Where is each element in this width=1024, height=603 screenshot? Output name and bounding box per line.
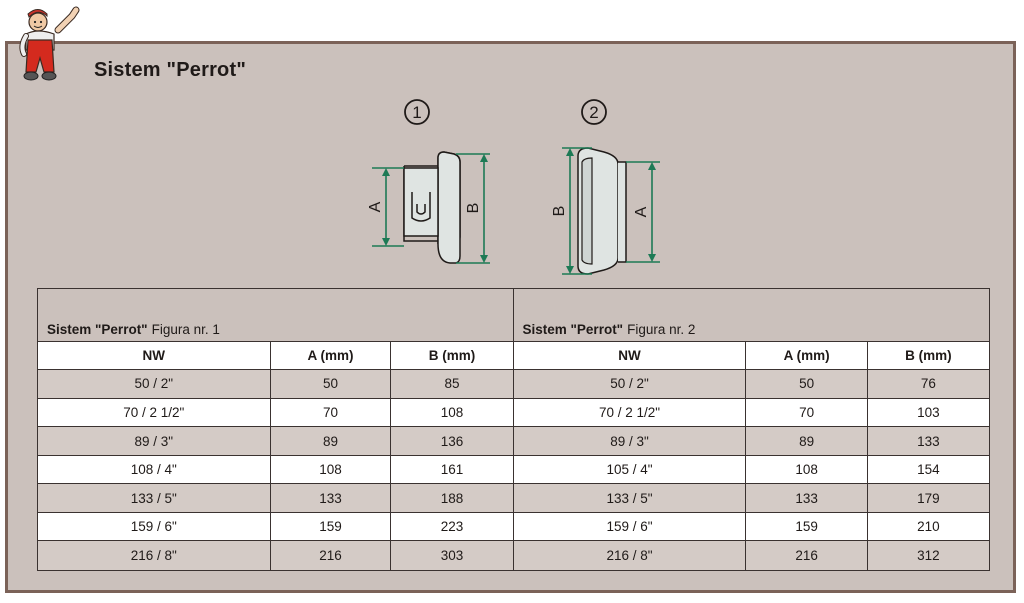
cell-b: 103 [917, 405, 940, 420]
cell-b: 188 [440, 490, 464, 506]
column-header-a: A (mm) [746, 341, 868, 370]
cell-nw: 89 / 3" [514, 427, 747, 455]
cell-nw: 70 / 2 1/2" [514, 398, 747, 427]
cell-nw: 70 / 2 1/2" [38, 398, 271, 427]
cell-b: 108 [440, 405, 464, 420]
table-row: 216 / 8" 216 312 [513, 541, 989, 570]
cell-b: 76 [920, 376, 936, 392]
table-row: 89 / 3" 89 133 [513, 427, 989, 456]
cell-nw: 108 / 4" [38, 455, 271, 484]
figure-1-dim-b: B [465, 203, 482, 214]
table-row: 133 / 5" 133 179 [513, 484, 989, 513]
table-1-title-bold: Sistem "Perrot" [47, 321, 148, 337]
cell-nw: 105 / 4" [514, 455, 747, 484]
table-row: 70 / 2 1/2" 70 108 [38, 398, 513, 428]
cell-a: 108 [271, 455, 392, 484]
table-row: 89 / 3" 89 136 [38, 427, 513, 456]
cell-a: 70 [746, 398, 868, 427]
cell-a: 50 [271, 370, 392, 398]
cell-b: 154 [917, 462, 940, 478]
cell-a: 50 [746, 370, 868, 398]
table-row: 50 / 2" 50 85 [38, 370, 513, 399]
table-1-header-row: NW A (mm) B (mm) [38, 341, 513, 371]
column-header-a: A (mm) [270, 341, 392, 370]
cell-a: 89 [746, 427, 868, 455]
cell-b: 133 [917, 433, 940, 449]
cell-a: 159 [271, 512, 392, 541]
cell-nw: 133 / 5" [514, 484, 747, 512]
cell-b: 303 [440, 548, 464, 564]
figure-1-dim-a: A [367, 201, 384, 212]
cell-a: 70 [271, 398, 392, 427]
cell-b: 179 [917, 490, 940, 506]
cell-b: 85 [444, 376, 460, 392]
figure-1-number: 1 [412, 103, 421, 122]
cell-b: 210 [917, 519, 940, 535]
table-row: 70 / 2 1/2" 70 103 [513, 398, 989, 428]
table-2-header-row: NW A (mm) B (mm) [513, 341, 989, 371]
figure-1-diagram: 1 A B [367, 99, 490, 264]
cell-nw: 50 / 2" [38, 370, 271, 398]
table-row: 50 / 2" 50 76 [513, 370, 989, 399]
figure-2-number: 2 [589, 103, 598, 122]
table-2-title: Sistem "Perrot" Figura nr. 2 [513, 289, 989, 342]
cell-a: 216 [271, 541, 392, 570]
cell-b: 161 [440, 462, 464, 478]
table-row: 159 / 6" 159 210 [513, 512, 989, 542]
table-1-title: Sistem "Perrot" Figura nr. 1 [38, 289, 513, 342]
table-figure-1: Sistem "Perrot" Figura nr. 1 NW A (mm) B… [37, 288, 514, 571]
cell-a: 133 [271, 484, 392, 512]
cell-nw: 216 / 8" [514, 541, 747, 570]
cell-a: 133 [746, 484, 868, 512]
figure-2-diagram: 2 B A [551, 99, 660, 275]
table-row: 108 / 4" 108 161 [38, 455, 513, 485]
cell-nw: 89 / 3" [38, 427, 271, 455]
cell-nw: 159 / 6" [514, 512, 747, 541]
cell-nw: 50 / 2" [514, 370, 747, 398]
cell-a: 108 [746, 455, 868, 484]
table-row: 216 / 8" 216 303 [38, 541, 513, 570]
page-title: Sistem "Perrot" [94, 59, 247, 81]
table-row: 105 / 4" 108 154 [513, 455, 989, 485]
figure-2-dim-b: B [551, 206, 568, 217]
mascot-logo [19, 6, 80, 81]
column-header-nw: NW [38, 341, 271, 370]
table-figure-2: Sistem "Perrot" Figura nr. 2 NW A (mm) B… [513, 288, 990, 571]
table-2-title-bold: Sistem "Perrot" [522, 321, 624, 337]
cell-a: 216 [746, 541, 868, 570]
cell-a: 89 [271, 427, 392, 455]
cell-b: 223 [440, 519, 464, 535]
cell-b: 136 [440, 433, 464, 449]
column-header-b: B (mm) [867, 341, 989, 370]
column-header-nw: NW [513, 341, 747, 370]
column-header-b: B (mm) [391, 341, 513, 370]
cell-nw: 133 / 5" [38, 484, 271, 512]
cell-nw: 159 / 6" [38, 512, 271, 541]
table-row: 133 / 5" 133 188 [38, 484, 513, 513]
table-1-title-rest: Figura nr. 1 [151, 321, 220, 337]
cell-nw: 216 / 8" [38, 541, 271, 570]
cell-a: 159 [746, 512, 868, 541]
table-2-title-rest: Figura nr. 2 [627, 321, 696, 337]
figure-2-dim-a: A [633, 206, 650, 217]
cell-b: 312 [917, 548, 940, 564]
table-row: 159 / 6" 159 223 [38, 512, 513, 542]
dimension-tables: Sistem "Perrot" Figura nr. 1 NW A (mm) B… [37, 288, 990, 571]
